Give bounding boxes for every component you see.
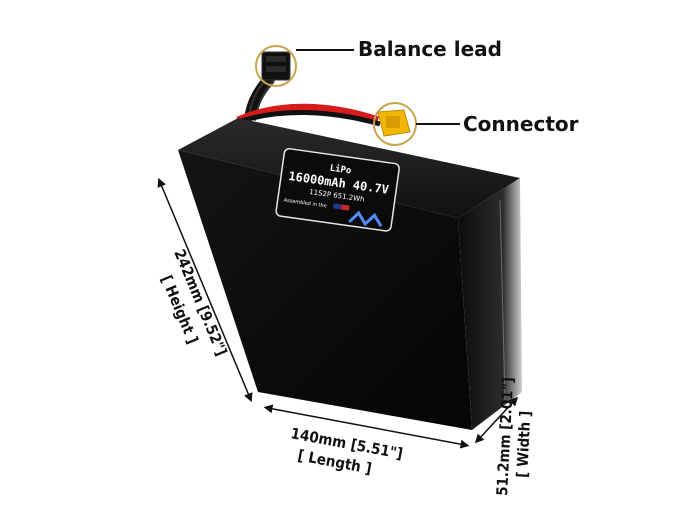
balance-lead-plug	[261, 51, 291, 81]
width-dimension: 51.2mm [2.01"] [ Width ]	[474, 377, 534, 496]
main-power-lead	[236, 103, 381, 127]
label-assembled: Assembled in the	[283, 197, 327, 209]
battery-side-face	[458, 178, 522, 430]
balance-lead-callout-ring	[255, 45, 297, 87]
balance-lead-label: Balance lead	[358, 37, 502, 61]
connector-label: Connector	[463, 112, 579, 136]
flag-icon	[333, 203, 350, 211]
length-dimension-line	[263, 404, 470, 449]
xt-connector	[377, 109, 411, 137]
connector-callout: Connector	[373, 102, 579, 146]
balance-lead-callout: Balance lead	[255, 37, 502, 87]
brand-logo	[348, 210, 383, 228]
width-dimension-caption: [ Width ]	[513, 410, 534, 478]
width-dimension-line	[474, 396, 519, 444]
battery-label: LiPo 16000mAh 40.7V 11S2P 651.2Wh Assemb…	[275, 148, 400, 232]
height-dimension-line	[157, 177, 253, 403]
label-chemistry: LiPo	[329, 163, 352, 177]
